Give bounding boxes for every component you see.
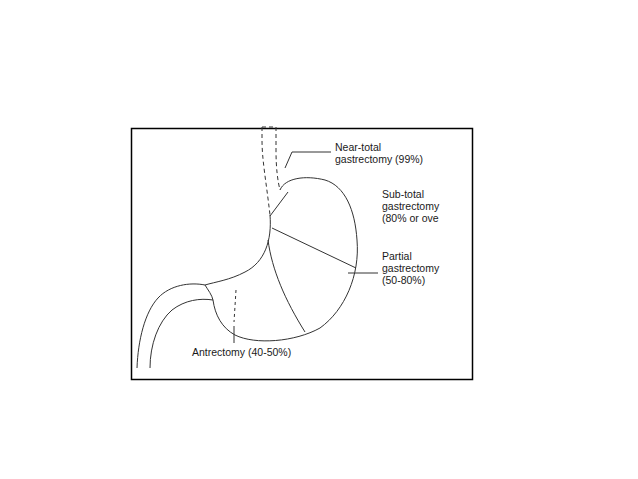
- callout-label: Sub-total gastrectomy (80% or ove: [381, 188, 457, 224]
- callout-label: Near-total gastrectomy (99%): [334, 141, 436, 165]
- esophagus: [262, 127, 280, 215]
- leader-lines: [234, 152, 378, 343]
- callout-label: Partial gastrectomy (50-80%): [381, 250, 457, 286]
- resection-lines: [234, 192, 356, 332]
- frame: [132, 129, 473, 380]
- stomach-outline: [137, 178, 357, 368]
- callout-label: Antrectomy (40-50%): [191, 346, 292, 358]
